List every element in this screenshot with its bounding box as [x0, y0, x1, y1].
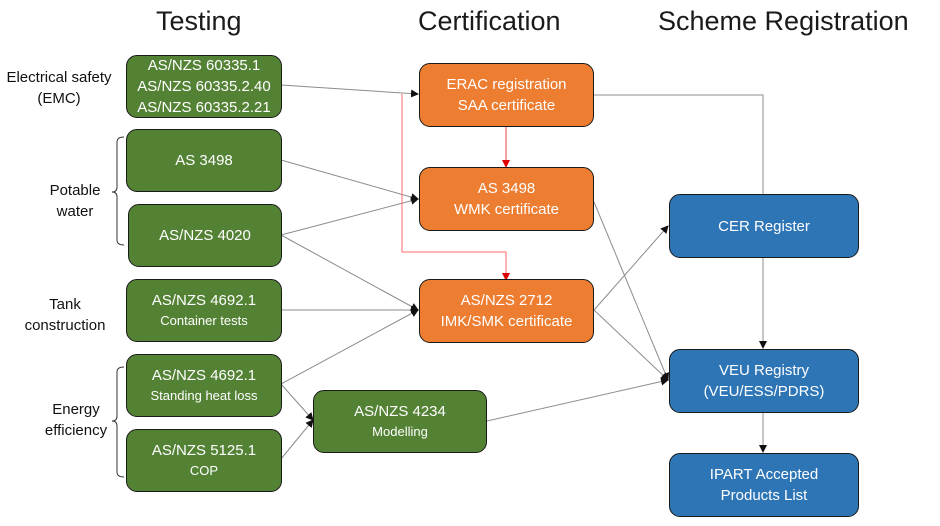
- box-line: IPART Accepted: [709, 466, 819, 483]
- column-title-scheme-registration: Scheme Registration: [658, 6, 909, 36]
- testing-box-emc-standards[interactable]: AS/NZS 60335.1 AS/NZS 60335.2.40 AS/NZS …: [126, 55, 282, 118]
- group-label-electrical-safety: Electrical safety (EMC): [0, 67, 118, 109]
- testing-box-as-nzs-4020[interactable]: AS/NZS 4020: [128, 204, 282, 267]
- testing-box-standing-heat-loss[interactable]: AS/NZS 4692.1 Standing heat loss: [126, 354, 282, 417]
- box-line: IMK/SMK certificate: [440, 313, 573, 330]
- connector-heatloss-to-imk: [280, 309, 419, 385]
- box-subtitle: Modelling: [372, 424, 428, 439]
- column-title-certification: Certification: [418, 6, 561, 36]
- column-title-testing: Testing: [156, 6, 242, 36]
- group-label-line: Energy: [52, 401, 100, 418]
- connector-emc-to-imk-highlight: [401, 94, 510, 281]
- box-line: SAA certificate: [457, 97, 556, 114]
- scheme-box-ipart-list[interactable]: IPART Accepted Products List: [669, 453, 859, 517]
- connector-nzs4020-to-imk: [280, 234, 419, 311]
- connector-emc-to-erac: [280, 84, 419, 98]
- box-subtitle: Container tests: [160, 313, 248, 328]
- group-label-line: Potable: [49, 182, 101, 199]
- bracket-potable-water: [111, 136, 125, 246]
- box-line: ERAC registration: [446, 76, 567, 93]
- box-title: AS/NZS 5125.1: [151, 442, 257, 459]
- bracket-energy-efficiency: [111, 366, 125, 478]
- group-label-line: water: [56, 203, 94, 220]
- certification-box-wmk[interactable]: AS 3498 WMK certificate: [419, 167, 594, 231]
- certification-box-erac-saa[interactable]: ERAC registration SAA certificate: [419, 63, 594, 127]
- group-label-potable-water: Potable water: [40, 180, 110, 222]
- box-line: Products List: [720, 487, 808, 504]
- group-label-line: efficiency: [44, 422, 108, 439]
- connector-as3498-to-wmk: [280, 159, 419, 201]
- scheme-box-veu-registry[interactable]: VEU Registry (VEU/ESS/PDRS): [669, 349, 859, 413]
- connector-nzs4020-to-wmk: [280, 196, 419, 236]
- box-line: VEU Registry: [718, 362, 810, 379]
- group-label-energy-efficiency: Energy efficiency: [36, 399, 116, 441]
- box-line: AS/NZS 60335.1: [147, 57, 261, 74]
- box-subtitle: Standing heat loss: [150, 388, 258, 403]
- box-line: AS/NZS 4020: [159, 227, 251, 244]
- connector-cop-to-modelling: [280, 419, 314, 460]
- testing-box-modelling[interactable]: AS/NZS 4234 Modelling: [313, 390, 487, 453]
- box-subtitle: COP: [189, 463, 219, 478]
- connector-heatloss-to-modelling: [280, 383, 314, 421]
- testing-box-container-tests[interactable]: AS/NZS 4692.1 Container tests: [126, 279, 282, 342]
- box-title: AS/NZS 4692.1: [151, 292, 257, 309]
- box-line: CER Register: [718, 217, 810, 235]
- connector-modelling-to-veu: [486, 377, 669, 422]
- box-title: AS/NZS 4692.1: [151, 367, 257, 384]
- connector-wmk-to-veu: [593, 201, 670, 381]
- scheme-box-cer-register[interactable]: CER Register: [669, 194, 859, 258]
- group-label-line: Electrical safety: [6, 69, 112, 86]
- testing-box-cop[interactable]: AS/NZS 5125.1 COP: [126, 429, 282, 492]
- box-line: AS/NZS 60335.2.21: [137, 99, 271, 116]
- connector-imk-to-veu: [593, 309, 669, 381]
- testing-box-as3498[interactable]: AS 3498: [126, 129, 282, 192]
- group-label-line: (EMC): [37, 90, 81, 107]
- box-line: WMK certificate: [453, 201, 559, 218]
- box-line: AS/NZS 60335.2.40: [137, 78, 271, 95]
- box-line: AS/NZS 2712: [460, 292, 553, 309]
- box-title: AS/NZS 4234: [354, 403, 446, 420]
- box-line: (VEU/ESS/PDRS): [703, 383, 825, 400]
- certification-box-imk-smk[interactable]: AS/NZS 2712 IMK/SMK certificate: [419, 279, 594, 343]
- group-label-line: Tank: [49, 296, 81, 313]
- connector-erac-to-veu: [594, 94, 767, 349]
- box-line: AS 3498: [175, 152, 233, 169]
- group-label-line: construction: [24, 317, 106, 334]
- box-line: AS 3498: [477, 180, 536, 197]
- group-label-tank-construction: Tank construction: [10, 294, 120, 336]
- connector-imk-to-cer: [593, 225, 669, 311]
